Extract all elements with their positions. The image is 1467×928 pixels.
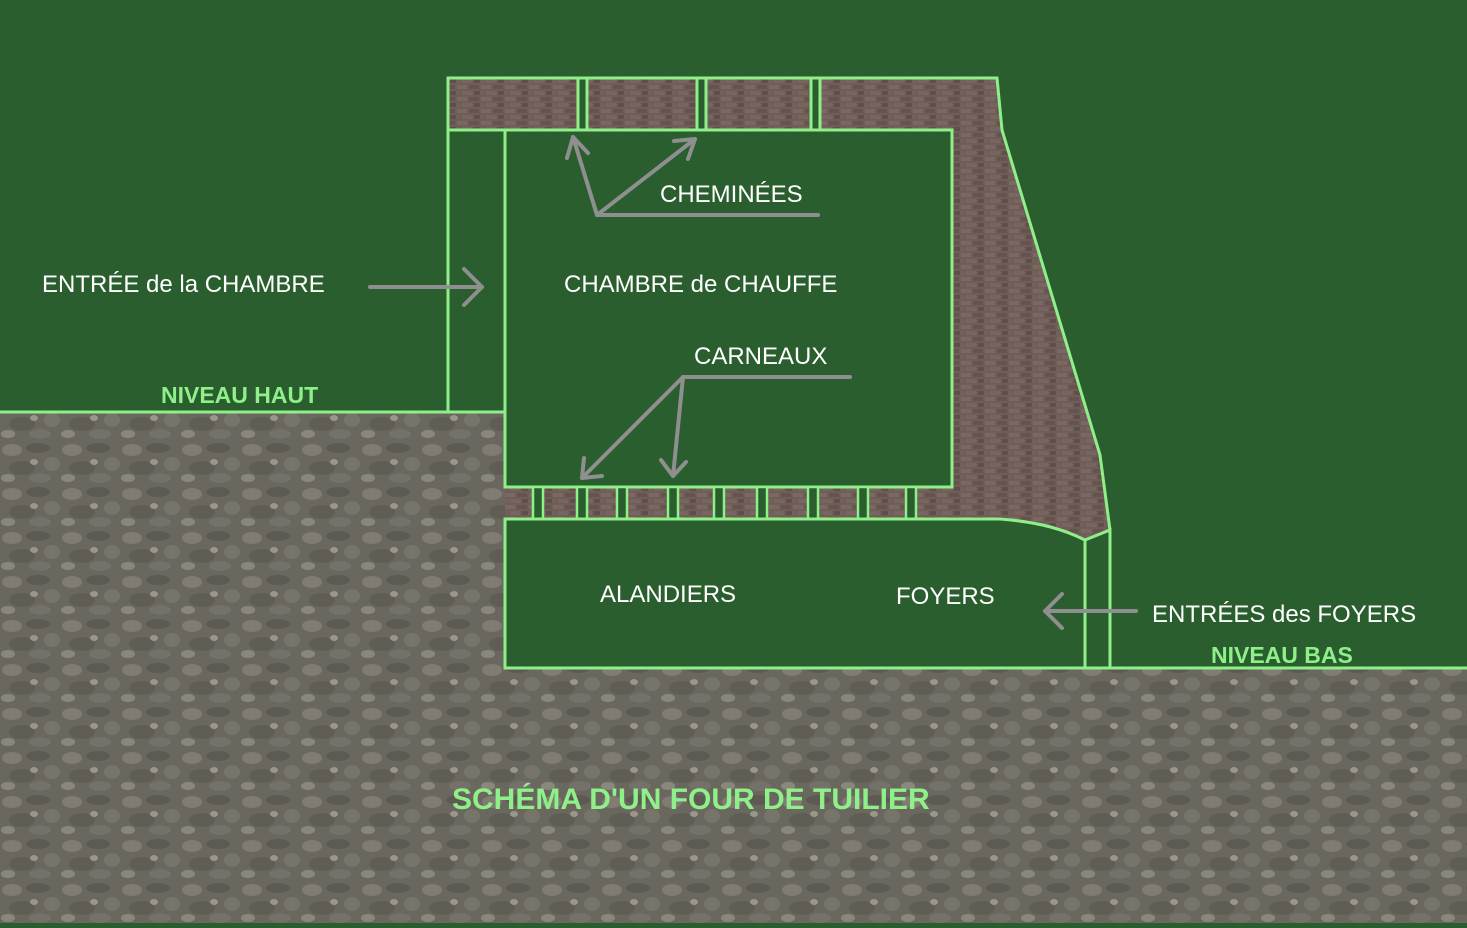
cheminees-arrow xyxy=(595,137,697,217)
carneaux-arrow xyxy=(580,375,685,480)
carneau-hole xyxy=(615,485,629,521)
carneau-hole xyxy=(531,485,545,521)
carneau-hole xyxy=(575,485,589,521)
carneau-hole xyxy=(712,485,726,521)
diagram-title: SCHÉMA D'UN FOUR DE TUILIER xyxy=(452,782,930,816)
label-cheminees: CHEMINÉES xyxy=(660,181,803,208)
entrance-arrow-head xyxy=(462,267,484,307)
carneaux-arrow xyxy=(671,375,685,478)
cheminees-arrow-head xyxy=(565,135,590,160)
firebox-chamber xyxy=(503,517,1087,670)
chimney-flue xyxy=(576,76,589,132)
label-entree-chambre: ENTRÉE de la CHAMBRE xyxy=(42,271,325,298)
carneau-hole xyxy=(806,485,820,521)
labels: ENTRÉE de la CHAMBRE CHEMINÉES CHAMBRE d… xyxy=(42,181,1416,628)
ground-stone-lower xyxy=(505,668,1467,923)
level-labels: NIVEAU HAUT NIVEAU BAS xyxy=(161,382,1353,668)
chimney-flue xyxy=(695,76,708,132)
label-alandiers: ALANDIERS xyxy=(600,581,736,608)
label-chambre-chauffe: CHAMBRE de CHAUFFE xyxy=(564,271,837,298)
label-foyers: FOYERS xyxy=(896,583,995,610)
carneau-hole xyxy=(666,485,680,521)
carneau-hole xyxy=(755,485,769,521)
heating-chamber xyxy=(503,128,954,489)
carneaux-arrow-head xyxy=(659,458,688,478)
arrows xyxy=(368,135,1138,630)
carneaux-arrow-head xyxy=(580,456,604,480)
label-niveau-bas: NIVEAU BAS xyxy=(1211,642,1353,668)
entrance-wall xyxy=(446,128,507,414)
foyers-arrow-head xyxy=(1043,592,1064,630)
carneau-hole xyxy=(904,485,918,521)
firebox-entrance xyxy=(1083,527,1112,670)
cheminees-arrow xyxy=(571,135,599,217)
label-niveau-haut: NIVEAU HAUT xyxy=(161,382,318,408)
chimney-flues xyxy=(576,76,822,132)
lower-level-ground xyxy=(1112,530,1467,666)
chimney-flue xyxy=(809,76,822,132)
label-carneaux: CARNEAUX xyxy=(694,343,827,370)
carneau-hole xyxy=(856,485,870,521)
label-entrees-foyers: ENTRÉES des FOYERS xyxy=(1152,601,1416,628)
ground-stone-upper xyxy=(0,412,505,923)
cheminees-arrow-head xyxy=(672,137,697,161)
